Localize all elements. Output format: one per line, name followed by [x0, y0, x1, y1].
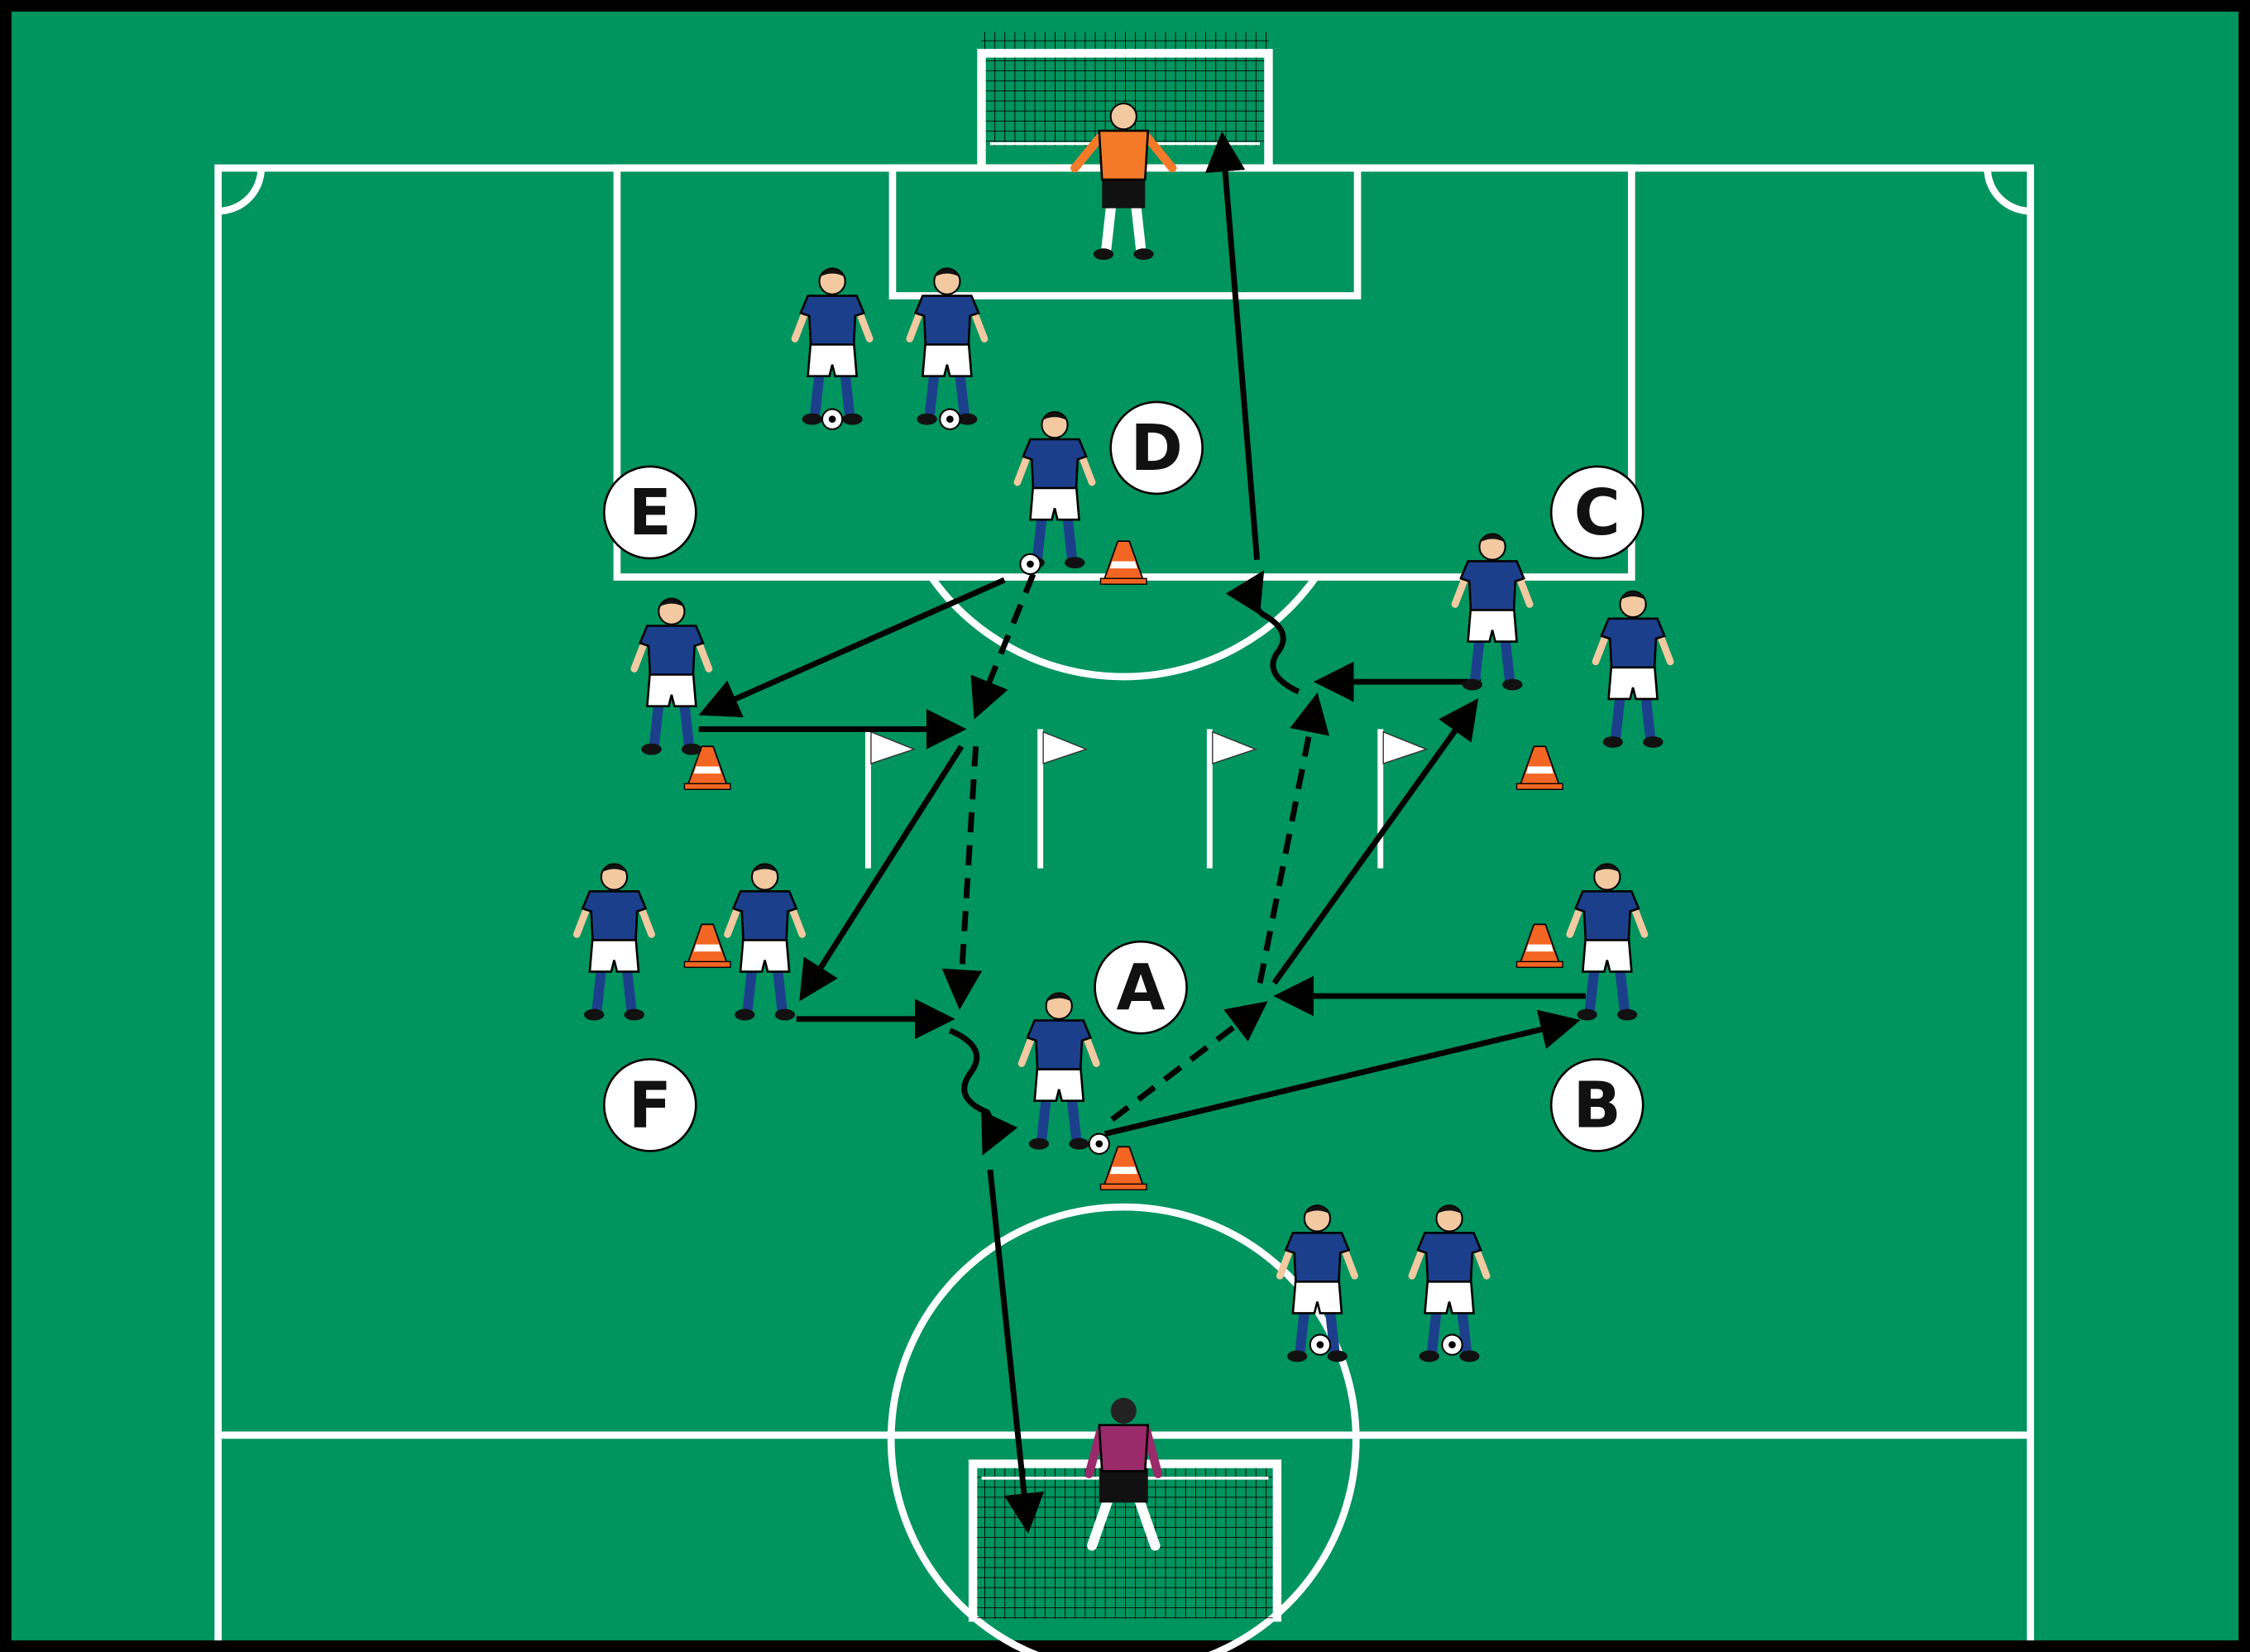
- station-letter: E: [629, 476, 672, 549]
- ball-icon: [939, 408, 961, 430]
- corner-arc-left: [218, 167, 266, 215]
- shot-arrow: [987, 1169, 1045, 1534]
- station-label-a: A: [1094, 940, 1188, 1035]
- goalkeeper-bottom: [1084, 1397, 1163, 1551]
- station-letter: B: [1573, 1068, 1621, 1142]
- ball-icon: [821, 408, 844, 430]
- ball-icon: [1309, 1334, 1332, 1356]
- station-label-f: F: [603, 1058, 697, 1152]
- ball-icon: [1088, 1132, 1110, 1155]
- run-arrow: [1257, 692, 1329, 984]
- pass-arrow: [1103, 1009, 1581, 1137]
- corner-arc-right: [1984, 167, 2031, 215]
- run-arrows: [941, 572, 1329, 1123]
- station-letter: D: [1130, 411, 1182, 485]
- center-circle: [887, 1203, 1360, 1652]
- run-arrow: [970, 572, 1036, 720]
- pass-arrow: [799, 745, 965, 1002]
- goalkeeper-top: [1070, 103, 1177, 261]
- station-label-e: E: [603, 465, 697, 560]
- dribble-arrow: [1225, 570, 1300, 695]
- penalty-arc: [928, 575, 1319, 681]
- dribble-arrows: [948, 570, 1300, 1156]
- station-label-b: B: [1549, 1058, 1644, 1152]
- pass-arrow: [698, 577, 1006, 718]
- pass-arrows: [698, 131, 1586, 1534]
- pitch: [11, 12, 2239, 1640]
- station-letter: A: [1117, 950, 1166, 1024]
- dribble-arrow: [948, 1027, 1018, 1156]
- run-arrow: [941, 746, 983, 1010]
- ball-icon: [1441, 1334, 1463, 1356]
- station-label-d: D: [1109, 400, 1204, 496]
- ball-icon: [1019, 553, 1041, 576]
- station-label-c: C: [1549, 465, 1644, 560]
- pass-arrow: [1271, 698, 1479, 985]
- station-letter: F: [629, 1068, 672, 1142]
- station-letter: C: [1574, 476, 1620, 549]
- shot-arrow: [1204, 131, 1261, 560]
